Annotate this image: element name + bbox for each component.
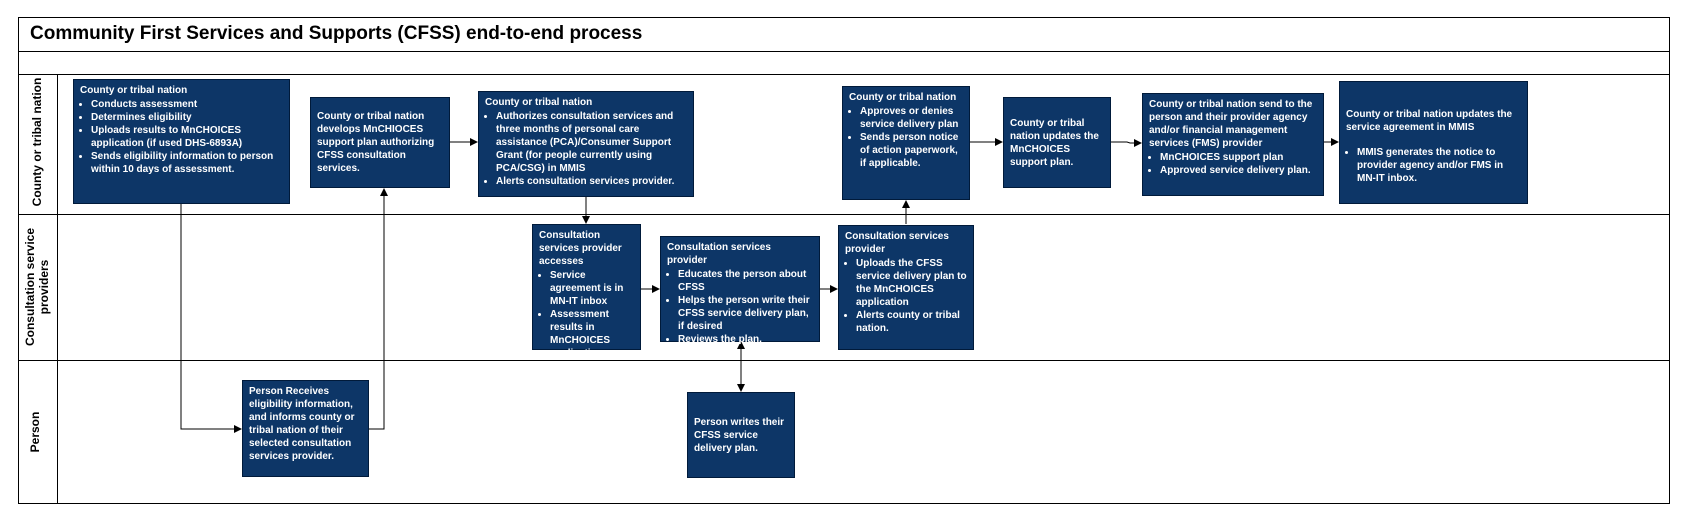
arrow-b5-to-b6 xyxy=(1111,139,1142,147)
step-box-support-plan: County or tribal nation develops MnCHIOC… xyxy=(310,97,450,188)
step-box-person-writes: Person writes their CFSS service deliver… xyxy=(687,392,795,478)
step-box-provider-uploads: Consultation services provider Uploads t… xyxy=(838,225,974,350)
page-title: Community First Services and Supports (C… xyxy=(30,23,643,44)
header-divider xyxy=(18,74,1670,75)
step-box-send-documents: County or tribal nation send to the pers… xyxy=(1142,93,1324,196)
step-box-authorize: County or tribal nation Authorizes consu… xyxy=(478,91,694,197)
step-box-person-receives: Person Receives eligibility information,… xyxy=(242,380,369,477)
title-divider xyxy=(18,51,1670,52)
lane-divider-2 xyxy=(18,360,1670,361)
diagram-frame xyxy=(18,17,1670,504)
lane-label-divider xyxy=(57,74,58,504)
step-box-service-agreement: County or tribal nation updates the serv… xyxy=(1339,81,1528,204)
step-box-provider-access: Consultation services provider accesses … xyxy=(532,224,641,359)
arrow-b1-to-b11 xyxy=(180,204,242,433)
step-box-approve-plan: County or tribal nation Approves or deni… xyxy=(842,86,970,200)
step-box-assessment: County or tribal nation Conducts assessm… xyxy=(73,79,290,204)
lane-divider-1 xyxy=(18,214,1670,215)
arrow-b11-to-b2 xyxy=(369,188,388,430)
step-box-update-support-plan: County or tribal nation updates the MnCH… xyxy=(1003,97,1111,188)
step-box-provider-educates: Consultation services provider Educates … xyxy=(660,236,820,345)
